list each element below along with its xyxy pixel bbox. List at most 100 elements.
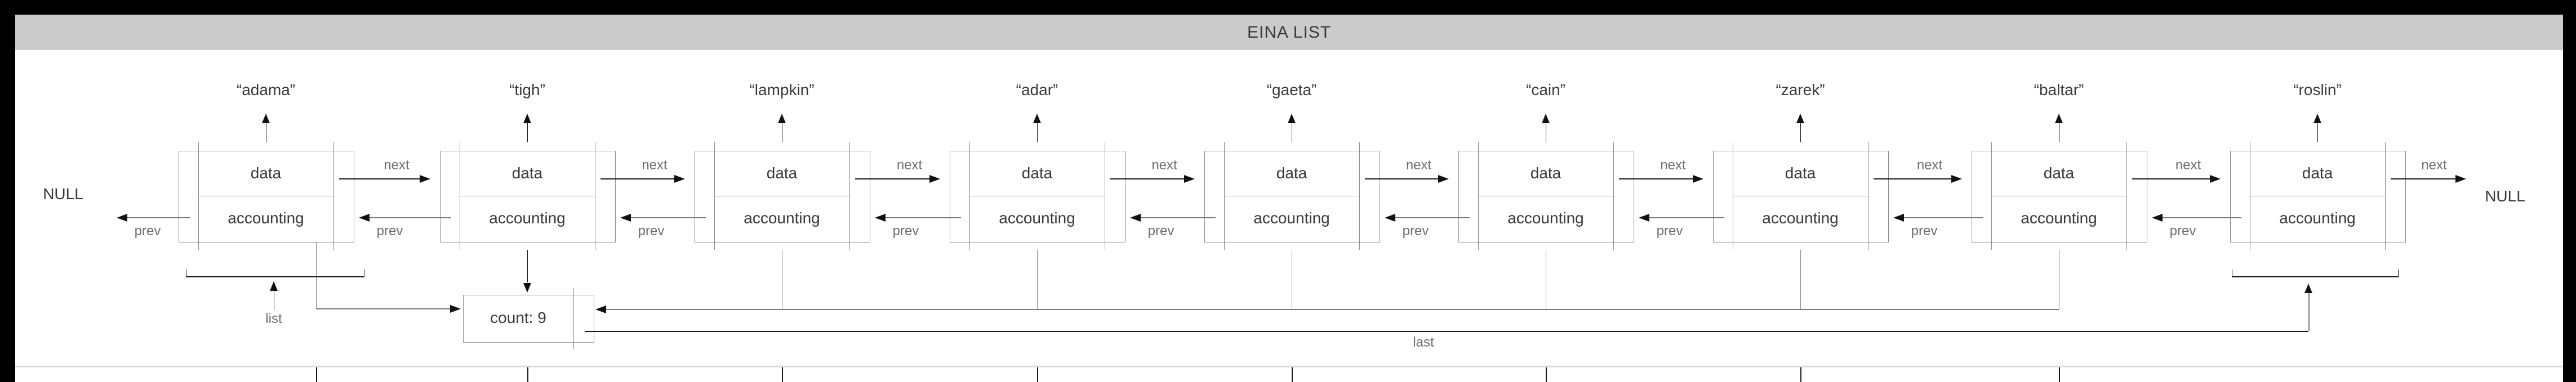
- prev-label: prev: [1656, 223, 1683, 239]
- next-arrow-head: [1184, 175, 1195, 183]
- node-name-label: “gaeta”: [1266, 81, 1317, 98]
- node-box: [1458, 151, 1634, 242]
- node-box: [440, 151, 616, 242]
- node-inner-right-line: [849, 142, 850, 250]
- next-label: next: [2421, 158, 2447, 173]
- count-top-arrow-head: [523, 283, 531, 293]
- right-letterbox-bar: [2563, 0, 2576, 382]
- count-box: [463, 295, 594, 343]
- next-arrow-line: [1619, 178, 1694, 179]
- null-left-label: NULL: [43, 185, 83, 203]
- node-box: [695, 151, 870, 242]
- data-cell-label: data: [1276, 164, 1307, 182]
- last-line: [2308, 293, 2310, 331]
- node-box: [1972, 151, 2147, 242]
- prev-label: prev: [1911, 223, 1938, 239]
- data-cell-label: data: [1785, 164, 1816, 182]
- prev-arrow-line: [1394, 217, 1470, 218]
- last-label: last: [1413, 335, 1434, 350]
- next-label: next: [1151, 158, 1177, 173]
- bottom-stub-line: [527, 367, 528, 382]
- count-right-arrow-head: [595, 305, 606, 313]
- name-arrow-line: [527, 120, 528, 142]
- next-arrow-line: [1110, 178, 1185, 179]
- bottom-stub-line: [1800, 367, 1801, 382]
- prev-label: prev: [2169, 223, 2196, 239]
- title-bar: EINA LIST: [15, 15, 2563, 50]
- node-name-label: “baltar”: [2034, 81, 2084, 98]
- node-name-label: “lampkin”: [749, 81, 815, 98]
- left-letterbox-bar: [0, 0, 15, 382]
- prev-arrow-head: [117, 214, 127, 222]
- next-arrow-head: [420, 175, 430, 183]
- prev-arrow-head: [1639, 214, 1649, 222]
- prev-arrow-line: [2161, 217, 2241, 218]
- node-box: [1204, 151, 1380, 242]
- node-box: [950, 151, 1125, 242]
- name-arrow-head: [523, 114, 531, 123]
- next-arrow-head: [674, 175, 685, 183]
- prev-arrow-head: [620, 214, 631, 222]
- name-arrow-line: [1800, 120, 1801, 142]
- bottom-divider-line: [15, 366, 2563, 367]
- data-cell-label: data: [250, 164, 282, 182]
- last-bracket: [2398, 269, 2399, 276]
- prev-arrow-head: [1893, 214, 1904, 222]
- accounting-cell-label: accounting: [1507, 209, 1584, 227]
- name-arrow-head: [1796, 114, 1804, 123]
- next-arrow-head: [2455, 175, 2466, 183]
- name-arrow-head: [262, 114, 270, 123]
- prev-arrow-line: [1903, 217, 1983, 218]
- prev-arrow-line: [368, 217, 451, 218]
- prev-label: prev: [638, 223, 665, 239]
- next-arrow-line: [2391, 178, 2457, 179]
- node-name-label: “adama”: [236, 81, 296, 98]
- next-label: next: [1405, 158, 1432, 173]
- name-arrow-line: [1037, 120, 1038, 142]
- first-accounting-link-line: [316, 308, 450, 309]
- node-name-label: “cain”: [1525, 81, 1566, 98]
- prev-arrow-line: [630, 217, 706, 218]
- next-label: next: [384, 158, 410, 173]
- node-inner-right-line: [1613, 142, 1614, 250]
- accounting-cell-label: accounting: [2279, 209, 2356, 227]
- bottom-stub-line: [1037, 367, 1038, 382]
- prev-arrow-head: [1130, 214, 1141, 222]
- next-arrow-line: [600, 178, 675, 179]
- prev-label: prev: [1147, 223, 1174, 239]
- last-bracket: [2232, 276, 2399, 277]
- data-cell-label: data: [511, 164, 543, 182]
- node-inner-right-line: [2126, 142, 2127, 250]
- node-box: [2230, 151, 2406, 242]
- prev-arrow-line: [1648, 217, 1724, 218]
- node-name-label: “tigh”: [509, 81, 545, 98]
- prev-arrow-head: [875, 214, 886, 222]
- prev-arrow-line: [884, 217, 961, 218]
- next-arrow-line: [1365, 178, 1439, 179]
- next-arrow-line: [1874, 178, 1952, 179]
- next-arrow-line: [339, 178, 421, 179]
- next-arrow-head: [929, 175, 940, 183]
- bottom-stub-line: [1292, 367, 1293, 382]
- first-accounting-link-line: [316, 242, 317, 308]
- node-inner-right-line: [1359, 142, 1360, 250]
- next-label: next: [896, 158, 923, 173]
- accounting-cell-label: accounting: [744, 209, 820, 227]
- prev-label: prev: [1402, 223, 1429, 239]
- next-arrow-head: [2210, 175, 2221, 183]
- list-label: list: [265, 311, 282, 326]
- accounting-cell-label: accounting: [2021, 209, 2097, 227]
- next-label: next: [2175, 158, 2201, 173]
- name-arrow-head: [1033, 114, 1041, 123]
- prev-arrow-head: [359, 214, 370, 222]
- node-name-label: “adar”: [1016, 81, 1058, 98]
- prev-arrow-line: [1140, 217, 1216, 218]
- accounting-cell-label: accounting: [1762, 209, 1839, 227]
- count-label: count: 9: [490, 309, 546, 326]
- prev-arrow-line: [126, 217, 190, 218]
- data-cell-label: data: [2043, 164, 2075, 182]
- data-cell-label: data: [1021, 164, 1053, 182]
- next-arrow-line: [855, 178, 931, 179]
- next-label: next: [642, 158, 668, 173]
- accounting-cell-label: accounting: [999, 209, 1075, 227]
